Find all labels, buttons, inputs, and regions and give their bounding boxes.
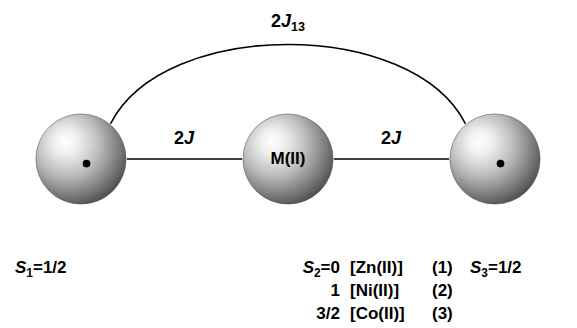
spin-value: (3) xyxy=(432,304,462,324)
spin-dot xyxy=(497,160,505,168)
spin-value: 3/2 xyxy=(290,304,340,324)
spin-dot xyxy=(83,160,91,168)
text-part: 13 xyxy=(291,20,305,34)
text-part: 2 xyxy=(314,266,321,280)
text-part: 1 xyxy=(26,266,33,280)
spin-value: (2) xyxy=(432,281,462,301)
text-part: S xyxy=(303,258,314,277)
spin-sphere: M(II) xyxy=(242,113,334,205)
sphere-body xyxy=(450,114,540,204)
coupling-label: 2J13 xyxy=(268,10,308,38)
spin-label: S3=1/2 xyxy=(470,258,522,283)
spin-value: [Co(II)] xyxy=(350,304,430,324)
sphere-shape xyxy=(449,113,541,205)
text-part: =0 xyxy=(321,258,340,277)
metal-label: M(II) xyxy=(242,113,334,205)
spin-value: S2=0 xyxy=(290,258,340,283)
text-part: 2 xyxy=(271,11,281,31)
text-part: 3 xyxy=(481,266,488,280)
text-part: J xyxy=(184,128,194,148)
spin-value: [Ni(II)] xyxy=(350,281,430,301)
text-part: 2 xyxy=(381,128,391,148)
spin-label: S1=1/2 xyxy=(15,258,67,283)
spin-sphere: S3=1/2 xyxy=(449,113,541,205)
exchange-coupling-line xyxy=(334,158,449,160)
coupling-label: 2J xyxy=(171,127,197,149)
text-part: J xyxy=(391,128,401,148)
text-part: J xyxy=(281,11,291,31)
text-part: =1/2 xyxy=(488,258,522,277)
text-part: S xyxy=(15,258,26,277)
sphere-shape xyxy=(35,113,127,205)
sphere-body xyxy=(243,114,333,204)
text-part: S xyxy=(470,258,481,277)
text-part: 2 xyxy=(174,128,184,148)
spin-value: [Zn(II)] xyxy=(350,258,430,278)
exchange-coupling-line xyxy=(127,158,242,160)
spin-value: 1 xyxy=(290,281,340,301)
coupling-label: 2J xyxy=(378,127,404,149)
sphere-body xyxy=(36,114,126,204)
text-part: =1/2 xyxy=(33,258,67,277)
spin-value: (1) xyxy=(432,258,462,278)
exchange-coupling-line xyxy=(111,44,466,123)
spin-sphere: S1=1/2 xyxy=(35,113,127,205)
